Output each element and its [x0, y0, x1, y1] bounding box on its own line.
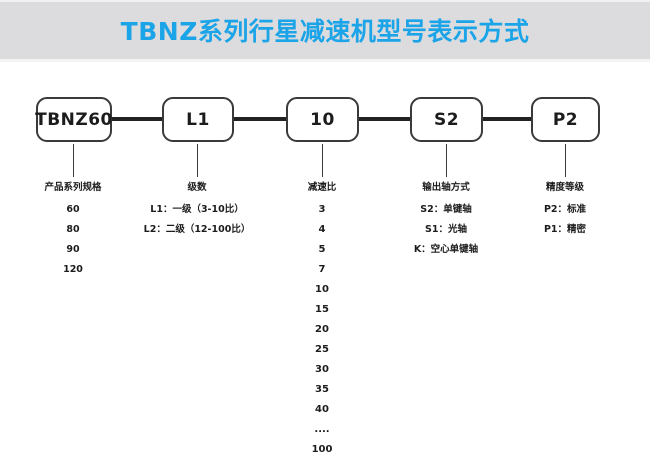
header-band: TBNZ系列行星减速机型号表示方式: [0, 0, 650, 62]
tick-stage: [197, 144, 198, 177]
column-series: 产品系列规格 60 80 90 120: [13, 178, 133, 280]
connector-stage-ratio: [233, 117, 287, 121]
column-stage-head: 级数: [187, 182, 207, 193]
column-ratio-head: 减速比: [307, 182, 337, 193]
code-box-shaft[interactable]: S2: [410, 97, 483, 142]
column-ratio-item: 35: [315, 384, 329, 395]
column-ratio-item: 3: [318, 204, 326, 215]
column-ratio-item: 30: [315, 364, 329, 375]
column-series-item: 90: [66, 244, 80, 255]
column-accuracy-item: P1：精密: [543, 224, 587, 235]
column-series-item: 80: [66, 224, 80, 235]
column-ratio-item: 25: [315, 344, 329, 355]
column-ratio-item: ....: [314, 424, 330, 435]
code-box-accuracy[interactable]: P2: [531, 97, 600, 142]
tick-accuracy: [565, 144, 566, 177]
column-ratio-item: 10: [315, 284, 329, 295]
column-accuracy: 精度等级 P2：标准 P1：精密: [510, 178, 620, 240]
column-ratio-item: 20: [315, 324, 329, 335]
column-shaft: 输出轴方式 S2：单键轴 S1：光轴 K：空心单键轴: [386, 178, 506, 260]
column-ratio-item: 40: [315, 404, 329, 415]
code-box-stage[interactable]: L1: [162, 97, 234, 142]
column-stage: 级数 L1：一级（3-10比） L2：二级（12-100比）: [127, 178, 267, 240]
column-series-item: 60: [66, 204, 80, 215]
tick-ratio: [322, 144, 323, 177]
column-stage-item: L1：一级（3-10比）: [150, 204, 244, 215]
column-accuracy-item: P2：标准: [543, 204, 587, 215]
column-ratio-item: 4: [318, 224, 326, 235]
column-ratio-item: 100: [311, 444, 333, 455]
column-ratio-item: 15: [315, 304, 329, 315]
column-ratio-item: 7: [318, 264, 326, 275]
connector-ratio-shaft: [358, 117, 412, 121]
column-shaft-item: S2：单键轴: [420, 204, 472, 215]
column-accuracy-head: 精度等级: [545, 182, 584, 193]
tick-series: [73, 144, 74, 177]
column-shaft-item: K：空心单键轴: [413, 244, 479, 255]
column-shaft-item: S1：光轴: [425, 224, 467, 235]
page-title: TBNZ系列行星减速机型号表示方式: [120, 17, 530, 46]
column-stage-item: L2：二级（12-100比）: [143, 224, 251, 235]
column-shaft-head: 输出轴方式: [422, 182, 470, 193]
column-series-head: 产品系列规格: [44, 182, 102, 193]
code-box-ratio[interactable]: 10: [286, 97, 359, 142]
code-box-series[interactable]: TBNZ60: [35, 97, 112, 142]
model-code-diagram: TBNZ60 L1 10 S2 P2 产品系列规格 60 80 90 120 级…: [0, 62, 650, 470]
column-ratio: 减速比 3 4 5 7 10 15 20 25 30 35 40 .... 10…: [282, 178, 362, 460]
column-ratio-item: 5: [318, 244, 326, 255]
column-series-item: 120: [63, 264, 83, 275]
tick-shaft: [446, 144, 447, 177]
connector-shaft-accuracy: [482, 117, 532, 121]
connector-series-stage: [110, 117, 164, 121]
